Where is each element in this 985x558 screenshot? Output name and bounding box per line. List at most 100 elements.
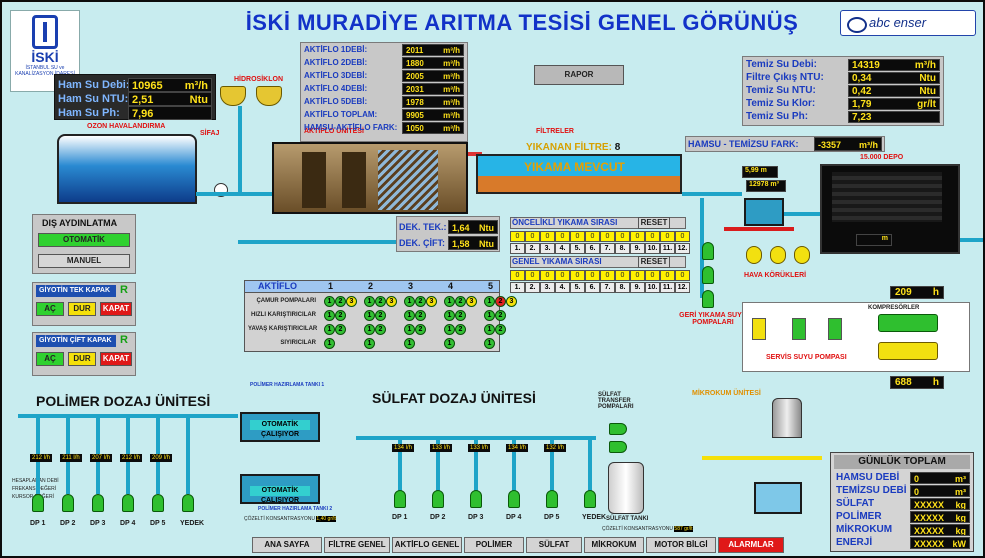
gate-close-button-1[interactable]: KAPAT [100,352,132,366]
general-slot[interactable]: 0 [570,270,585,281]
aktiflo-equipment-status[interactable]: 1 [364,324,375,335]
general-slot[interactable]: 0 [540,270,555,281]
polimer-dosing-pump[interactable] [62,494,74,512]
aktiflo-equipment-status[interactable]: 2 [375,324,386,335]
sulfat-dosing-pump[interactable] [508,490,520,508]
backwash-pump-2[interactable] [702,266,714,284]
aktiflo-equipment-status[interactable]: 1 [444,310,455,321]
sulfat-dosing-pump[interactable] [432,490,444,508]
polimer-dosing-pump[interactable] [32,494,44,512]
aktiflo-equipment-status[interactable]: 2 [455,296,466,307]
blower-3[interactable] [794,246,810,264]
aktiflo-equipment-status[interactable]: 1 [484,324,495,335]
lighting-manual-button[interactable]: MANUEL [38,254,130,268]
aktiflo-equipment-status[interactable]: 2 [455,324,466,335]
service-pump-1[interactable] [752,318,766,340]
aktiflo-equipment-status[interactable]: 1 [364,338,375,349]
aktiflo-equipment-status[interactable]: 1 [324,296,335,307]
general-slot[interactable]: 0 [660,270,675,281]
priority-slot[interactable]: 0 [600,231,615,242]
aktiflo-equipment-status[interactable]: 1 [404,310,415,321]
nav-button-6[interactable]: MOTOR BİLGİ [646,537,716,553]
priority-slot[interactable]: 0 [540,231,555,242]
priority-slot[interactable]: 0 [675,231,690,242]
general-slot[interactable]: 0 [585,270,600,281]
aktiflo-equipment-status[interactable]: 1 [484,296,495,307]
aktiflo-equipment-status[interactable]: 1 [444,338,455,349]
gate-stop-button-0[interactable]: DUR [68,302,96,316]
gate-open-button-0[interactable]: AÇ [36,302,64,316]
aktiflo-equipment-status[interactable]: 1 [324,310,335,321]
aktiflo-equipment-status[interactable]: 2 [335,324,346,335]
general-slot[interactable]: 0 [675,270,690,281]
sulfat-dosing-pump[interactable] [584,490,596,508]
aktiflo-equipment-status[interactable]: 2 [455,310,466,321]
priority-slot[interactable]: 0 [525,231,540,242]
general-slot[interactable]: 0 [645,270,660,281]
general-slot[interactable]: 0 [525,270,540,281]
backwash-pump-1[interactable] [702,242,714,260]
aktiflo-equipment-status[interactable]: 2 [495,296,506,307]
service-pump-3[interactable] [828,318,842,340]
nav-button-5[interactable]: MİKROKUM [584,537,644,553]
aktiflo-equipment-status[interactable]: 3 [466,296,477,307]
aktiflo-equipment-status[interactable]: 1 [364,296,375,307]
priority-slot[interactable]: 0 [585,231,600,242]
general-slot[interactable]: 0 [630,270,645,281]
sulfat-dosing-pump[interactable] [394,490,406,508]
aktiflo-equipment-status[interactable]: 3 [506,296,517,307]
polimer-dosing-pump[interactable] [152,494,164,512]
sulfat-dosing-pump[interactable] [546,490,558,508]
aktiflo-equipment-status[interactable]: 2 [415,310,426,321]
nav-button-1[interactable]: FİLTRE GENEL [324,537,390,553]
nav-button-7[interactable]: ALARMLAR [718,537,784,553]
polimer-dosing-pump[interactable] [182,494,194,512]
lighting-auto-button[interactable]: OTOMATİK [38,233,130,247]
aktiflo-equipment-status[interactable]: 2 [415,296,426,307]
aktiflo-equipment-status[interactable]: 2 [375,296,386,307]
aktiflo-equipment-status[interactable]: 2 [335,296,346,307]
gate-close-button-0[interactable]: KAPAT [100,302,132,316]
aktiflo-equipment-status[interactable]: 1 [324,324,335,335]
compressor-2[interactable] [878,342,938,360]
sulfat-transfer-pump-2[interactable] [609,441,627,453]
priority-slot[interactable]: 0 [645,231,660,242]
aktiflo-equipment-status[interactable]: 1 [484,338,495,349]
compressor-1[interactable] [878,314,938,332]
general-slot[interactable]: 0 [555,270,570,281]
report-button[interactable]: RAPOR [534,65,624,85]
nav-button-4[interactable]: SÜLFAT [526,537,582,553]
aktiflo-equipment-status[interactable]: 3 [346,296,357,307]
aktiflo-equipment-status[interactable]: 1 [444,296,455,307]
general-slot[interactable]: 0 [510,270,525,281]
general-slot[interactable]: 0 [600,270,615,281]
aktiflo-equipment-status[interactable]: 3 [426,296,437,307]
blower-2[interactable] [770,246,786,264]
priority-slot[interactable]: 0 [510,231,525,242]
gate-stop-button-1[interactable]: DUR [68,352,96,366]
aktiflo-equipment-status[interactable]: 1 [444,324,455,335]
nav-button-3[interactable]: POLİMER [464,537,524,553]
sulfat-transfer-pump-1[interactable] [609,423,627,435]
aktiflo-equipment-status[interactable]: 1 [484,310,495,321]
aktiflo-equipment-status[interactable]: 1 [404,324,415,335]
aktiflo-equipment-status[interactable]: 1 [404,296,415,307]
service-pump-2[interactable] [792,318,806,340]
polimer-dosing-pump[interactable] [92,494,104,512]
priority-reset-button[interactable]: RESET [638,217,670,229]
nav-button-2[interactable]: AKTİFLO GENEL [392,537,462,553]
aktiflo-equipment-status[interactable]: 2 [495,324,506,335]
general-slot[interactable]: 0 [615,270,630,281]
nav-button-0[interactable]: ANA SAYFA [252,537,322,553]
gate-open-button-1[interactable]: AÇ [36,352,64,366]
aktiflo-equipment-status[interactable]: 3 [386,296,397,307]
aktiflo-equipment-status[interactable]: 2 [495,310,506,321]
aktiflo-equipment-status[interactable]: 2 [415,324,426,335]
priority-slot[interactable]: 0 [615,231,630,242]
priority-slot[interactable]: 0 [660,231,675,242]
sulfat-dosing-pump[interactable] [470,490,482,508]
general-reset-button[interactable]: RESET [638,256,670,268]
polimer-dosing-pump[interactable] [122,494,134,512]
blower-1[interactable] [746,246,762,264]
aktiflo-equipment-status[interactable]: 2 [335,310,346,321]
